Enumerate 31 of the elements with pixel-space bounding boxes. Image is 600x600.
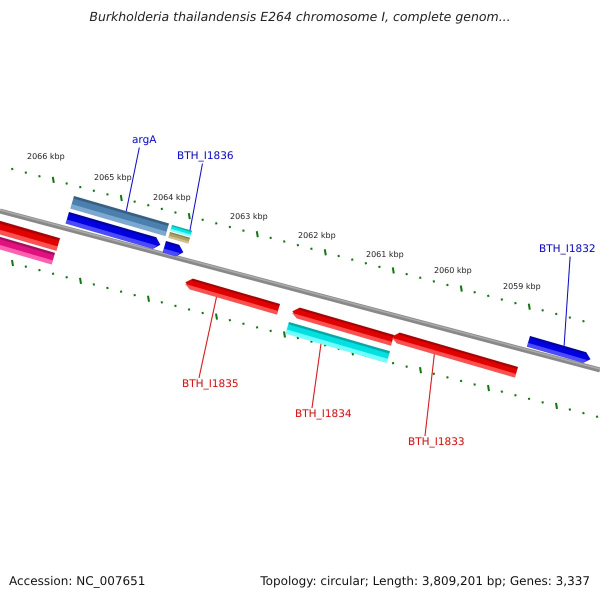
gene-feature-bar — [392, 332, 518, 378]
scale-label: 2066 kbp — [27, 153, 65, 162]
scale-label: 2064 kbp — [153, 194, 191, 203]
gene-label: BTH_I1835 — [182, 379, 239, 391]
gene-feature-bar — [0, 234, 55, 264]
leader-line — [190, 163, 203, 231]
title: Burkholderia thailandensis E264 chromosome I, complete genom... — [88, 10, 512, 24]
footer-text: Topology: circular; Length: 3,809,201 bp; Genes: 3,337 — [260, 575, 590, 588]
gene-feature-bar — [162, 241, 184, 256]
scale-label: 2063 kbp — [230, 213, 268, 222]
gene-label: BTH_I1832 — [539, 244, 596, 256]
gene-label: argA — [132, 135, 156, 147]
scale-label: 2060 kbp — [434, 267, 472, 276]
gene-feature-bar — [168, 232, 190, 244]
gene-feature-bar — [286, 322, 390, 363]
leader-line — [424, 354, 435, 436]
gene-label: BTH_I1836 — [177, 151, 234, 163]
leader-line — [311, 343, 322, 408]
leader-line — [126, 147, 140, 212]
scale-label: 2061 kbp — [366, 251, 404, 260]
leader-line — [198, 296, 217, 378]
gene-label: BTH_I1833 — [408, 437, 465, 449]
gene-feature-bar — [185, 278, 280, 315]
gene-label: BTH_I1834 — [295, 409, 352, 421]
scale-label: 2062 kbp — [298, 232, 336, 241]
scale-label: 2065 kbp — [94, 174, 132, 183]
gene-feature-bar — [66, 212, 160, 249]
scale-label: 2059 kbp — [503, 283, 541, 292]
gene-feature-bar — [526, 336, 590, 363]
leader-line — [564, 256, 571, 346]
footer-text: Accession: NC_007651 — [9, 575, 146, 588]
